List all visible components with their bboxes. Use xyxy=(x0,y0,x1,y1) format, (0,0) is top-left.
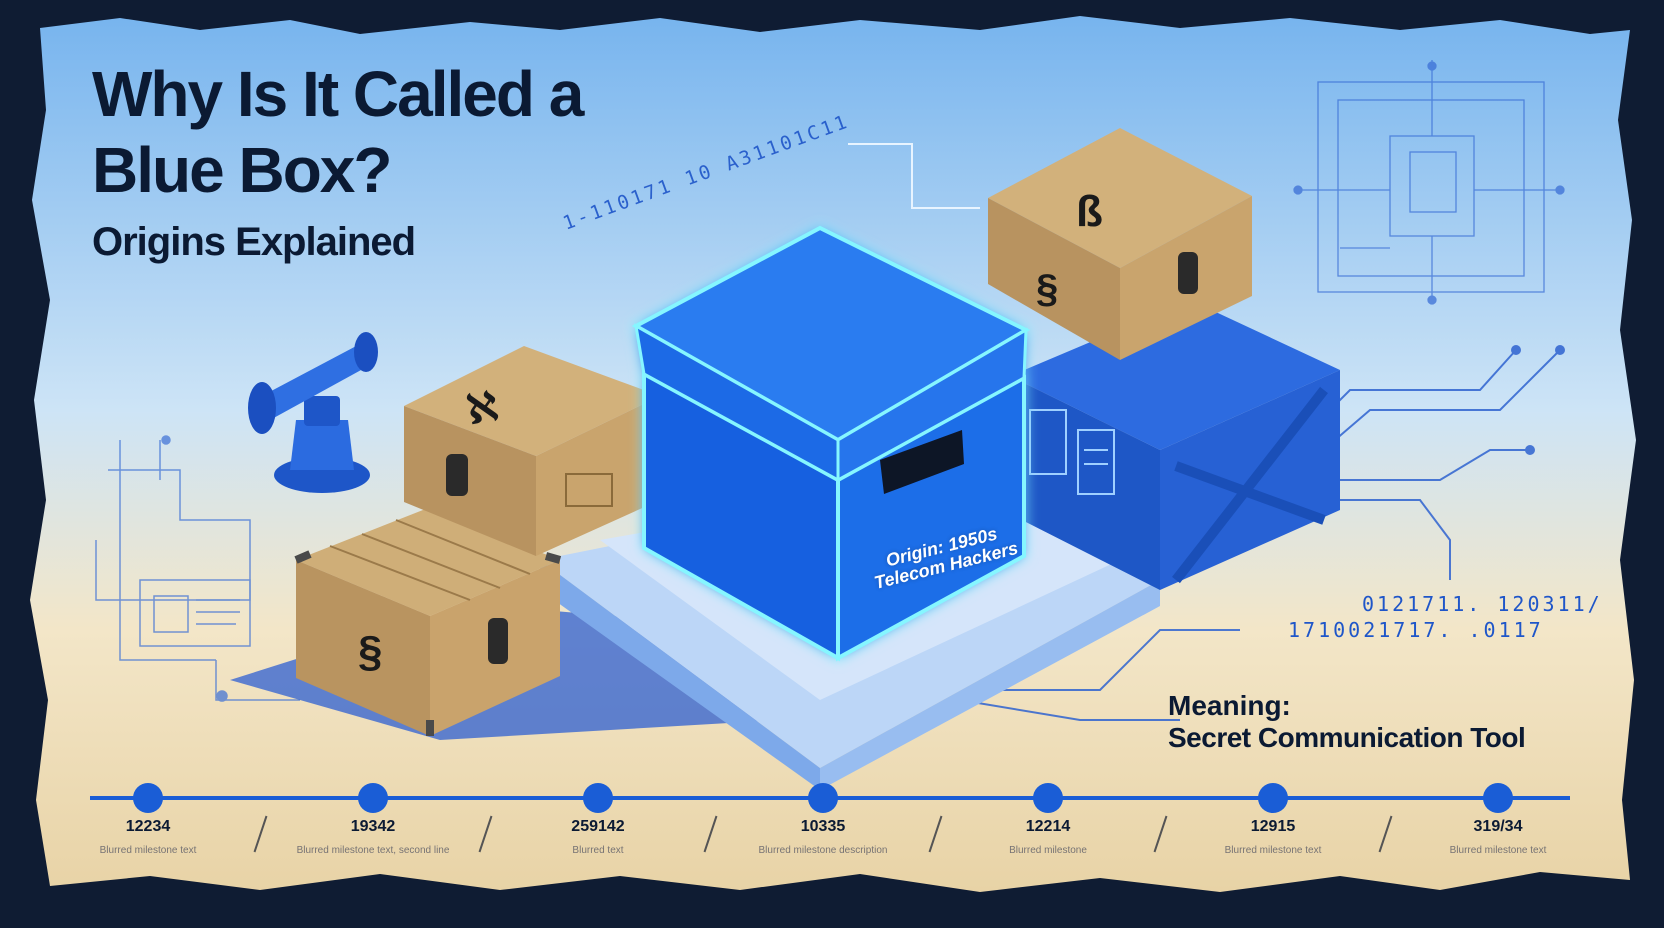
binary-line-2: 1710021717. .0117 xyxy=(1288,618,1544,642)
timeline-separator xyxy=(1153,815,1168,853)
timeline-separator xyxy=(1378,815,1393,853)
blue-crate-right xyxy=(1010,300,1340,590)
title-line-2: Blue Box? xyxy=(92,134,392,206)
timeline-tick-note: Blurred milestone text xyxy=(1449,845,1547,856)
timeline-tick-label: 12234 xyxy=(125,818,171,835)
timeline-tick-note: Blurred milestone text xyxy=(1224,845,1322,856)
timeline-tick-note: Blurred milestone text, second line xyxy=(296,845,450,856)
timeline-tick-note: Blurred text xyxy=(572,845,624,856)
blue-box xyxy=(631,225,1031,662)
timeline-tick-label: 12214 xyxy=(1025,818,1071,835)
timeline-tick-label: 10335 xyxy=(800,818,846,835)
signal-wire xyxy=(848,143,980,209)
binary-line-1: 0121711. 120311/ xyxy=(1362,592,1603,616)
crate-top-right: ß § xyxy=(988,128,1252,360)
timeline-dot xyxy=(358,783,388,813)
crate-symbol-swirl: § xyxy=(358,627,382,676)
timeline-tick-note: Blurred milestone text xyxy=(99,845,197,856)
timeline-dot xyxy=(133,783,163,813)
crate-symbol-s: § xyxy=(1036,267,1058,311)
circuit-decoration-left xyxy=(95,435,300,702)
crate-symbol-glyph: ß xyxy=(1076,187,1103,236)
timeline-separator xyxy=(478,815,493,853)
timeline-tick-note: Blurred milestone xyxy=(1009,845,1087,856)
timeline-dot xyxy=(1483,783,1513,813)
circuit-decoration-right xyxy=(1293,60,1565,305)
meaning-label: Meaning: xyxy=(1168,690,1291,721)
timeline-dot xyxy=(1258,783,1288,813)
telephone-icon xyxy=(248,332,378,493)
timeline-tick-label: 319/34 xyxy=(1473,818,1523,835)
timeline-dot xyxy=(808,783,838,813)
box-slot xyxy=(880,430,964,494)
timeline-dot xyxy=(583,783,613,813)
timeline-tick-label: 259142 xyxy=(571,818,625,835)
timeline-tick-note: Blurred milestone description xyxy=(758,845,888,856)
timeline-tick-label: 19342 xyxy=(350,818,396,835)
crate-middle-left: ℵ xyxy=(404,346,660,556)
timeline-separator xyxy=(703,815,718,853)
meaning-value: Secret Communication Tool xyxy=(1168,722,1526,753)
timeline xyxy=(90,783,1570,853)
timeline-separator xyxy=(253,815,268,853)
timeline-tick-label: 12915 xyxy=(1250,818,1296,835)
subtitle: Origins Explained xyxy=(92,220,416,264)
title-line-1: Why Is It Called a xyxy=(92,58,584,130)
timeline-dot xyxy=(1033,783,1063,813)
timeline-separator xyxy=(928,815,943,853)
